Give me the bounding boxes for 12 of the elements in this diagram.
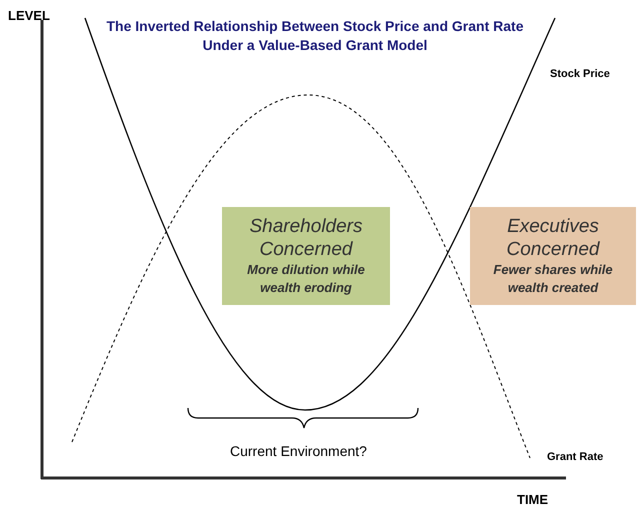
curve-label: Grant Rate	[547, 450, 604, 465]
box-heading: Shareholders Concerned	[248, 215, 364, 261]
chart-title: The Inverted Relationship Between Stock Price and Grant Rate Under a Value-Based Grant Model	[106, 17, 524, 55]
axis-label: LEVEL	[8, 7, 50, 25]
axis-label: TIME	[517, 491, 548, 509]
box-text: Fewer shares while wealth created	[492, 261, 614, 297]
text-box	[222, 207, 390, 305]
box-heading: Executives Concerned	[506, 215, 601, 261]
brace-label: Current Environment?	[230, 442, 367, 461]
text-box	[470, 207, 636, 305]
box-text: More dilution while wealth eroding	[246, 261, 366, 297]
curve-label: Stock Price	[550, 67, 610, 82]
